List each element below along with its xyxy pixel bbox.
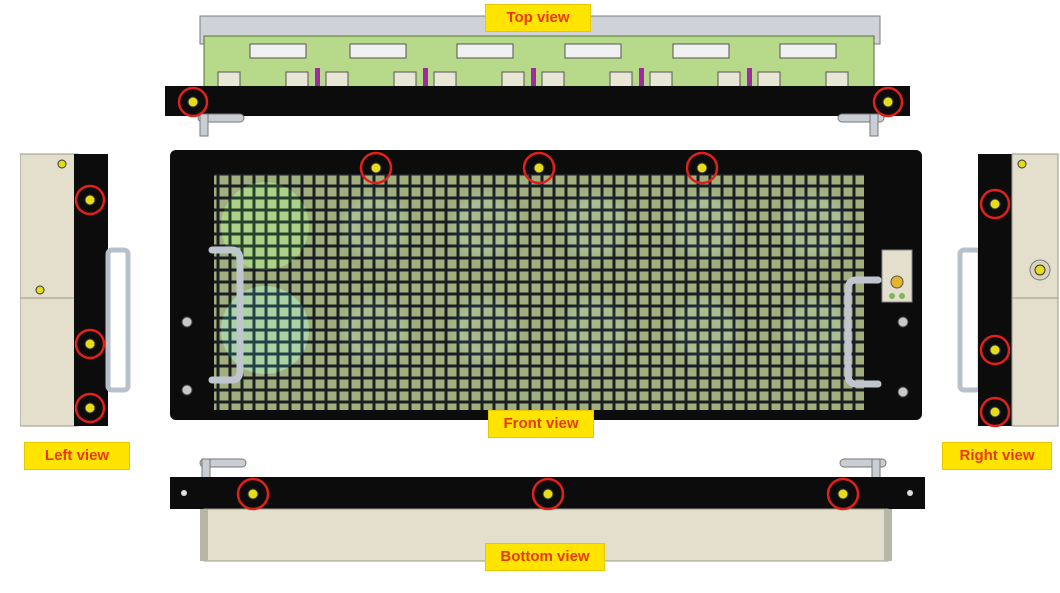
top-view-drawing <box>165 15 910 137</box>
left-view: Left view <box>19 150 140 470</box>
top-view: Top view <box>160 4 920 145</box>
front-view-drawing <box>170 150 922 420</box>
left-view-drawing <box>19 153 131 427</box>
bottom-view: Bottom view <box>160 455 930 588</box>
top-view-label: Top view <box>485 4 591 32</box>
left-view-label: Left view <box>24 442 130 470</box>
bottom-view-drawing <box>170 458 925 562</box>
right-view-label: Right view <box>942 442 1052 470</box>
right-view-drawing <box>957 153 1059 428</box>
front-view: Front view <box>170 150 922 438</box>
front-view-label: Front view <box>488 410 594 438</box>
top-dividers <box>315 68 752 102</box>
right-view: Right view <box>940 150 1060 470</box>
top-slots <box>249 43 837 59</box>
bottom-view-label: Bottom view <box>485 543 605 571</box>
